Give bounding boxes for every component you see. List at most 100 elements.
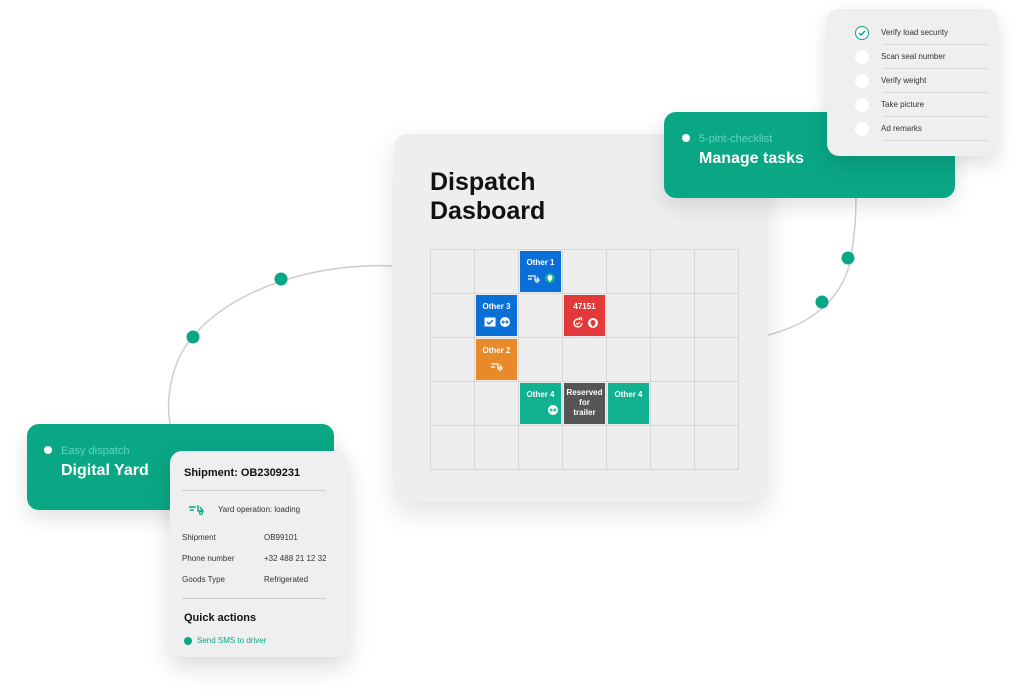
empty-circle-icon[interactable] <box>855 122 869 136</box>
yard-slot[interactable] <box>475 382 519 426</box>
tile-label: Other 4 <box>614 390 643 399</box>
yard-slot[interactable] <box>695 250 739 294</box>
yard-slot[interactable] <box>519 294 563 338</box>
check-icon <box>484 317 495 327</box>
yard-slot[interactable] <box>431 426 475 470</box>
checklist-item-label: Scan seal number <box>881 51 946 61</box>
check-circle-icon[interactable] <box>855 26 869 40</box>
checklist-item-label: Ad remarks <box>881 123 922 133</box>
tile-label: Other 1 <box>526 258 555 267</box>
yard-slot[interactable] <box>695 426 739 470</box>
checklist-item[interactable]: Verify weight <box>855 69 988 93</box>
tile-label: Reserved for trailer <box>566 388 603 417</box>
tasks-subtitle: 5-pint-checklist <box>699 133 773 145</box>
yard-tile[interactable]: Other 3 <box>476 295 517 336</box>
yard-slot[interactable] <box>431 294 475 338</box>
tasks-title: Manage tasks <box>699 150 804 167</box>
yard-tile[interactable]: Other 2 <box>476 339 517 380</box>
yard-operation-label: Yard operation: loading <box>218 504 301 514</box>
checklist-item-label: Verify load security <box>881 27 949 37</box>
yard-tile[interactable]: 47151 <box>564 295 605 336</box>
divider <box>182 598 326 599</box>
checklist-item-label: Take picture <box>881 99 925 109</box>
yard-slot[interactable] <box>519 338 563 382</box>
yard-slot[interactable] <box>563 250 607 294</box>
yard-slot[interactable] <box>651 382 695 426</box>
checklist-item[interactable]: Scan seal number <box>855 45 988 69</box>
detail-value: OB99101 <box>264 533 298 542</box>
truck-icon <box>527 275 540 283</box>
yard-tile[interactable]: Other 4 <box>520 383 561 424</box>
truck-icon <box>490 363 503 371</box>
refresh-icon <box>572 317 583 328</box>
yard-tile[interactable]: Other 1 <box>520 251 561 292</box>
yard-slot[interactable] <box>563 338 607 382</box>
yard-slot[interactable] <box>695 338 739 382</box>
quick-actions-title: Quick actions <box>184 612 257 624</box>
connector-dot <box>186 330 200 344</box>
yard-slot[interactable] <box>607 426 651 470</box>
checklist-item[interactable]: Ad remarks <box>855 117 988 141</box>
checklist-item[interactable]: Take picture <box>855 93 988 117</box>
swap-icon <box>499 317 510 327</box>
yard-slot[interactable] <box>431 250 475 294</box>
connector-dot <box>815 295 829 309</box>
yard-slot[interactable] <box>475 426 519 470</box>
checklist-card: Verify load security Scan seal number Ve… <box>827 9 998 156</box>
yard-slot[interactable] <box>695 382 739 426</box>
detail-key: Shipment <box>182 533 216 542</box>
yard-tile[interactable]: Other 4 <box>608 383 649 424</box>
yard-slot-occupied[interactable]: Other 2 <box>475 338 519 382</box>
yard-slot[interactable] <box>431 382 475 426</box>
yard-slot[interactable] <box>563 426 607 470</box>
divider <box>883 68 988 69</box>
connector-dot <box>274 272 288 286</box>
detail-key: Phone number <box>182 554 235 563</box>
yard-slot[interactable] <box>651 338 695 382</box>
yard-slot[interactable] <box>607 338 651 382</box>
send-sms-link[interactable]: Send SMS to driver <box>184 636 266 645</box>
connector-dot <box>841 251 855 265</box>
yard-tile-reserved[interactable]: Reserved for trailer <box>564 383 605 424</box>
divider <box>182 490 326 491</box>
yard-slot-occupied[interactable]: Other 3 <box>475 294 519 338</box>
truck-icon <box>189 505 205 515</box>
yard-slot[interactable] <box>651 250 695 294</box>
yard-subtitle: Easy dispatch <box>61 445 130 457</box>
pin-icon <box>587 318 598 328</box>
yard-title: Digital Yard <box>61 462 149 479</box>
divider <box>883 140 988 141</box>
yard-grid: Other 1 Other 3 47151 <box>430 249 740 470</box>
yard-slot-occupied[interactable]: Other 1 <box>519 250 563 294</box>
bullet-icon <box>184 636 192 645</box>
yard-slot[interactable] <box>519 426 563 470</box>
yard-slot[interactable] <box>431 338 475 382</box>
yard-slot[interactable] <box>475 250 519 294</box>
tile-label: 47151 <box>573 302 596 311</box>
pin-icon <box>544 273 555 283</box>
empty-circle-icon[interactable] <box>855 74 869 88</box>
empty-circle-icon[interactable] <box>855 98 869 112</box>
yard-slot-occupied[interactable]: 47151 <box>563 294 607 338</box>
empty-circle-icon[interactable] <box>855 50 869 64</box>
checklist-item-label: Verify weight <box>881 75 927 85</box>
yard-slot-occupied[interactable]: Other 4 <box>607 382 651 426</box>
dashboard-title: Dispatch Dasboard <box>430 168 546 225</box>
yard-slot[interactable] <box>607 250 651 294</box>
bullet-icon <box>44 446 52 454</box>
divider <box>883 92 988 93</box>
detail-value: +32 488 21 12 32 <box>264 554 327 563</box>
divider <box>883 44 988 45</box>
yard-slot[interactable] <box>651 426 695 470</box>
tile-label: Other 2 <box>482 346 511 355</box>
divider <box>883 116 988 117</box>
tile-label: Other 3 <box>482 302 511 311</box>
yard-slot[interactable] <box>695 294 739 338</box>
yard-slot[interactable] <box>607 294 651 338</box>
checklist-item[interactable]: Verify load security <box>855 21 988 45</box>
detail-value: Refrigerated <box>264 575 309 584</box>
shipment-card: Shipment: OB2309231 Yard operation: load… <box>170 451 348 657</box>
yard-slot-occupied[interactable]: Reserved for trailer <box>563 382 607 426</box>
yard-slot[interactable] <box>651 294 695 338</box>
yard-slot-occupied[interactable]: Other 4 <box>519 382 563 426</box>
